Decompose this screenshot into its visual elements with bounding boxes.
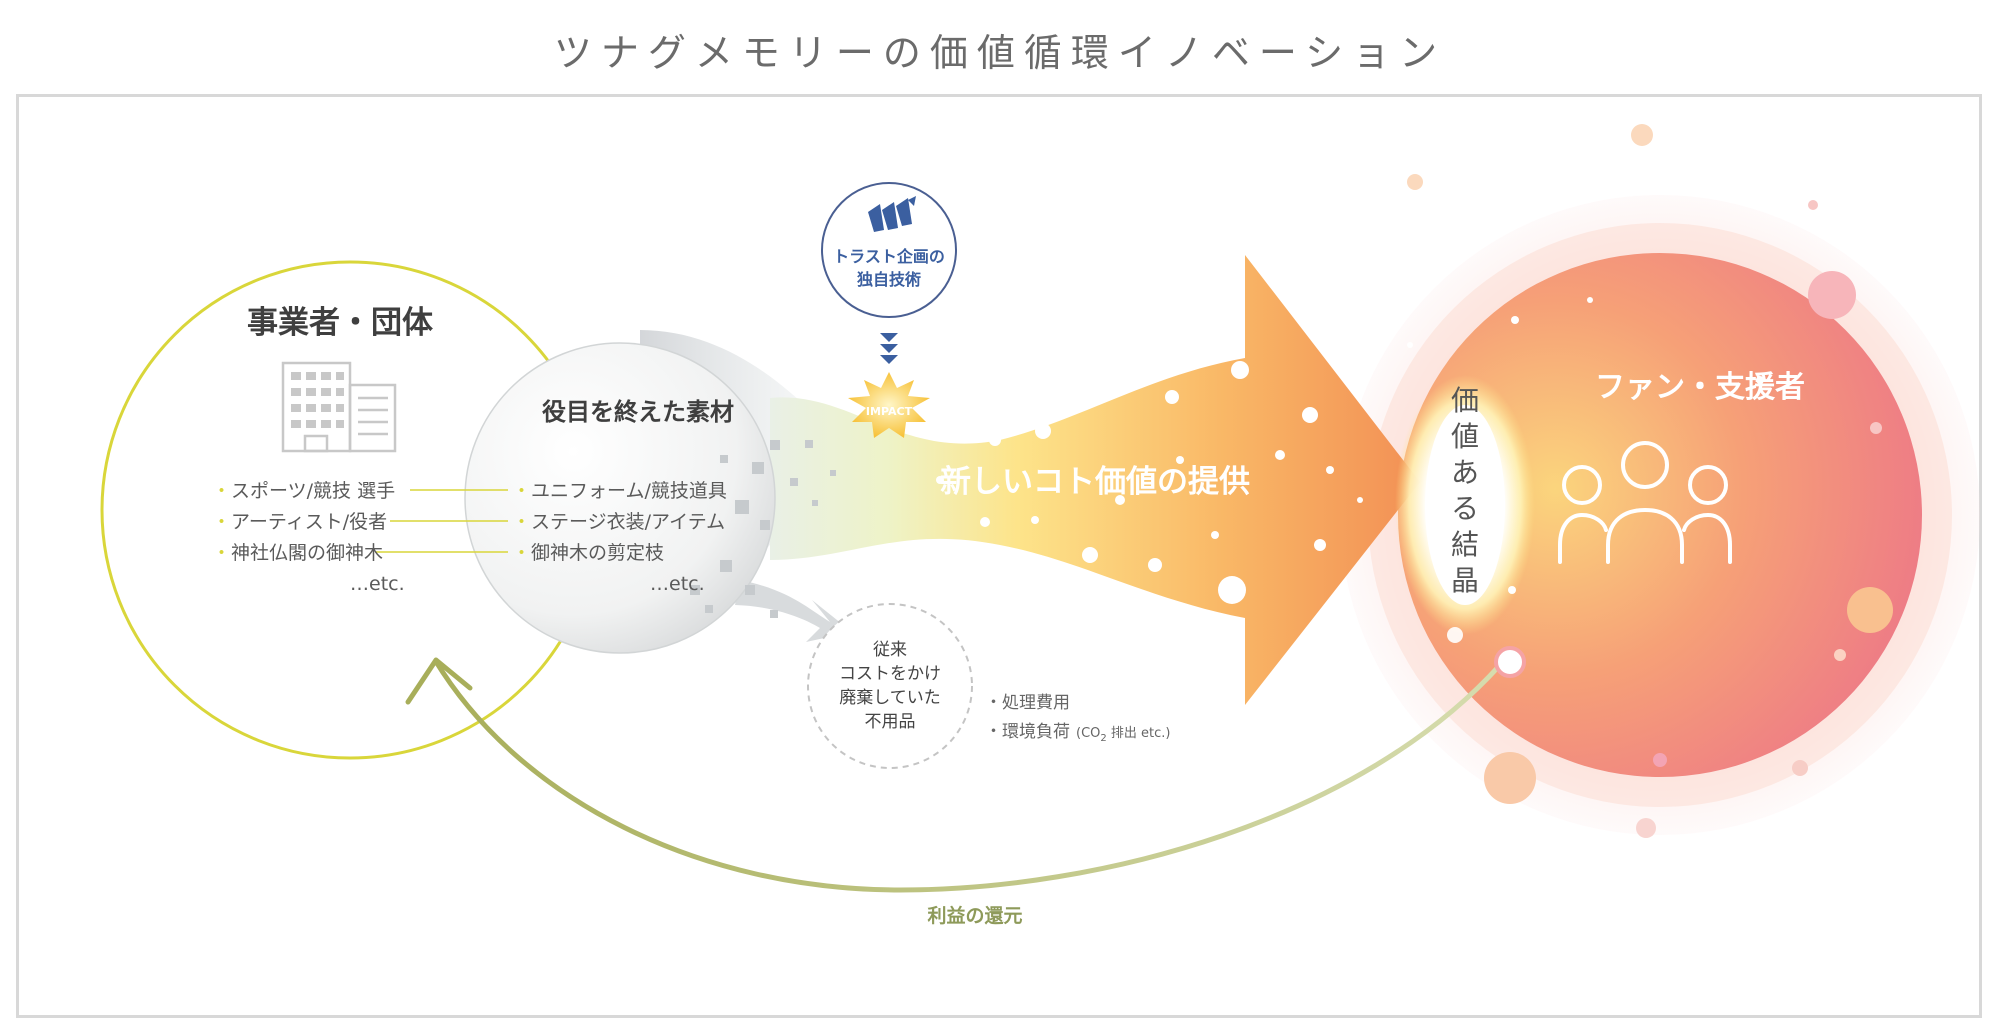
svg-text:・神社仏閣の御神木: ・神社仏閣の御神木 [212,542,383,564]
waste-cost-item: ・処理費用 [985,693,1070,713]
business-etc: …etc. [350,573,405,595]
waste-arrow [735,580,852,642]
svg-text:・ユニフォーム/競技道具: ・ユニフォーム/競技道具 [512,480,727,502]
technology-line2: 独自技術 [857,270,921,289]
page-title: ツナグメモリーの価値循環イノベーション [553,31,1447,75]
business-item: 神社仏閣の御神木 [231,542,383,564]
waste-cost-item: ・環境負荷 [985,722,1070,742]
technology-line1: トラスト企画の [833,247,945,266]
crystal-core [1425,405,1505,605]
down-chevrons-icon [880,333,898,364]
wings-logo-icon [868,196,916,232]
fan-dots [1407,124,1893,838]
arrow-bubbles [936,361,1363,604]
dissolve-pixels [690,440,836,660]
waste-line: 不用品 [865,712,916,732]
fan-circle [1398,253,1922,777]
svg-text:・アーティスト/役者: ・アーティスト/役者 [212,511,387,533]
fans-heading: ファン・支援者 [1595,370,1805,405]
waste-line: コストをかけ [839,664,941,684]
waste-text: 従来 コストをかけ 廃棄していた 不用品 [839,640,941,732]
diagram-frame [16,94,1982,1018]
business-item: アーティスト/役者 [231,511,387,533]
business-item: スポーツ/競技 選手 [231,480,395,502]
impact-burst-icon [848,372,930,438]
materials-heading: 役目を終えた素材 [542,398,734,426]
waste-costs: ・処理費用 ・環境負荷(CO2 排出 etc.) [985,693,1170,744]
crystal-char: 結 [1451,528,1479,561]
arrow-label: 新しいコト価値の提供 [940,464,1250,500]
connector-lines [375,489,508,553]
crystal-char: 価 [1451,384,1479,417]
materials-list: ・ユニフォーム/競技道具 ・ステージ衣装/アイテム ・御神木の剪定枝 …etc. [512,480,727,595]
crystal-char: あ [1451,456,1479,489]
materials-circle [464,342,776,654]
svg-text:・環境負荷(CO2 排出 etc.): ・環境負荷(CO2 排出 etc.) [985,722,1170,744]
waste-circle [807,603,973,769]
business-heading: 事業者・団体 [247,305,433,341]
crystal-char: 晶 [1451,564,1479,597]
waste-line: 廃棄していた [839,688,941,708]
people-group-icon [1558,441,1732,564]
materials-item: ユニフォーム/競技道具 [531,480,727,502]
waste-line: 従来 [873,640,907,660]
business-list: ・スポーツ/競技 選手 ・アーティスト/役者 ・神社仏閣の御神木 …etc. [212,480,405,595]
return-label: 利益の還元 [927,904,1022,927]
impact-label: IMPACT [866,405,913,418]
materials-item: 御神木の剪定枝 [531,542,664,564]
svg-text:・御神木の剪定枝: ・御神木の剪定枝 [512,542,664,564]
building-icon [281,361,397,453]
svg-text:・ステージ衣装/アイテム: ・ステージ衣装/アイテム [512,511,725,533]
svg-text:・スポーツ/競技 選手: ・スポーツ/競技 選手 [212,480,395,502]
crystal-text: 価 値 あ る 結 晶 [1451,384,1479,597]
fan-circle-group [1340,195,1980,835]
technology-circle [821,182,957,318]
materials-etc: …etc. [650,573,705,595]
value-arrow [770,255,1420,705]
return-origin-node [1494,646,1526,678]
crystal-char: る [1451,492,1479,525]
return-arrow-line [432,658,1502,893]
crystal-char: 値 [1451,420,1479,453]
return-arrow-head [405,657,473,705]
materials-item: ステージ衣装/アイテム [531,511,725,533]
